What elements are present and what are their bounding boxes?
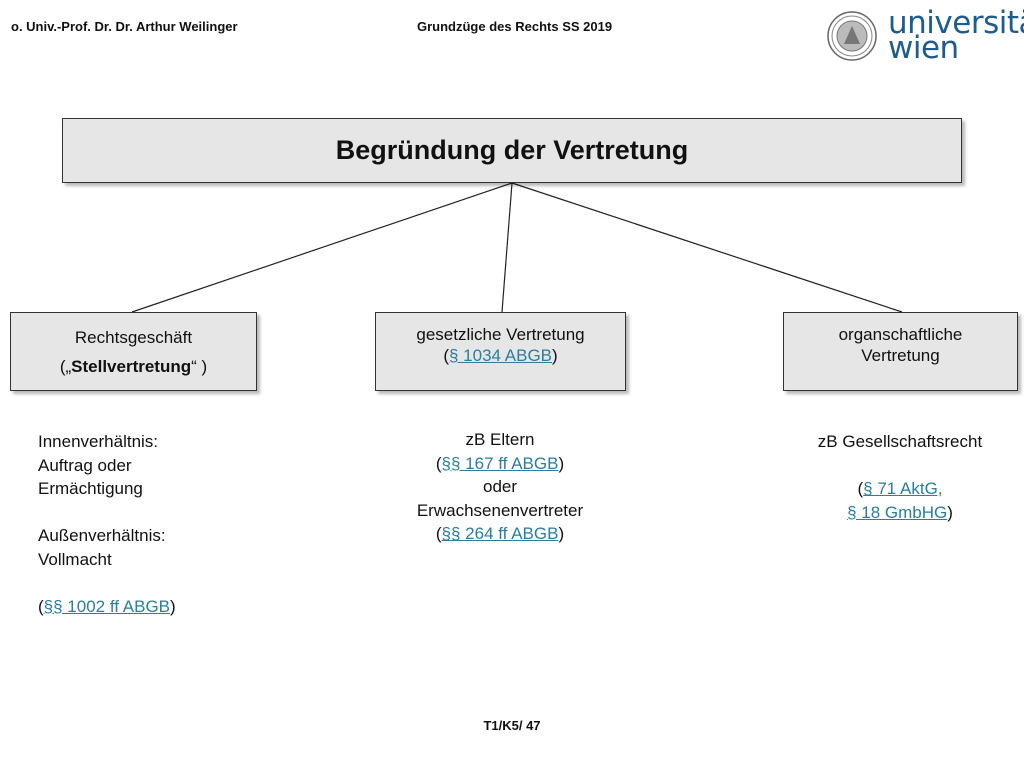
- right-detail-reference: § 18 GmbHG): [847, 502, 953, 522]
- university-seal-icon: [827, 11, 877, 61]
- mid-detail-line: oder: [482, 477, 518, 496]
- right-detail-reference: (§ 71 AktG,: [857, 479, 943, 498]
- left-detail-line: Innenverhältnis:: [38, 432, 159, 451]
- left-detail-line: Auftrag oder: [38, 455, 132, 475]
- left-details: Innenverhältnis: Auftrag oder Ermächtigu…: [38, 430, 176, 618]
- node-mid-line1: gesetzliche Vertretung: [416, 324, 585, 344]
- node-left-line1: Rechtsgeschäft: [74, 327, 193, 347]
- root-node: Begründung der Vertretung: [62, 118, 962, 183]
- node-mid-line2: (§ 1034 ABGB): [443, 345, 558, 365]
- left-detail-line: Vollmacht: [38, 549, 112, 569]
- right-detail-line: zB Gesellschaftsrecht: [817, 432, 983, 451]
- left-detail-line: Außenverhältnis:: [38, 526, 166, 545]
- mid-detail-line: Erwachsenenvertreter: [416, 500, 584, 520]
- left-detail-reference: (§§ 1002 ff ABGB): [38, 596, 176, 616]
- node-right-line1: organschaftliche: [838, 324, 963, 344]
- link-264-abgb[interactable]: §§ 264 ff ABGB: [441, 524, 559, 543]
- university-logo: universität wien: [826, 8, 1024, 64]
- node-right-line2: Vertretung: [861, 345, 940, 365]
- link-71-aktg[interactable]: § 71 AktG,: [863, 479, 943, 498]
- link-1034-abgb[interactable]: § 1034 ABGB: [448, 345, 553, 365]
- link-1002-abgb[interactable]: §§ 1002 ff ABGB: [43, 596, 171, 616]
- slide-number: T1/K5/ 47: [483, 718, 541, 733]
- node-organschaftliche-vertretung: organschaftliche Vertretung: [783, 312, 1018, 391]
- mid-detail-reference: (§§ 167 ff ABGB): [435, 453, 565, 473]
- header-author: o. Univ.-Prof. Dr. Dr. Arthur Weilinger: [11, 19, 238, 34]
- connector-line-mid: [501, 182, 513, 313]
- mid-detail-reference: (§§ 264 ff ABGB): [435, 524, 565, 543]
- right-details: zB Gesellschaftsrecht (§ 71 AktG, § 18 G…: [790, 430, 1010, 524]
- node-left-line2: („Stellvertretung“ ): [59, 356, 208, 376]
- header-course: Grundzüge des Rechts SS 2019: [417, 19, 613, 34]
- mid-detail-line: zB Eltern: [465, 430, 535, 449]
- link-167-abgb[interactable]: §§ 167 ff ABGB: [441, 453, 559, 473]
- mid-details: zB Eltern (§§ 167 ff ABGB) oder Erwachse…: [380, 428, 620, 546]
- left-detail-line: Ermächtigung: [38, 479, 143, 498]
- connector-line-right: [511, 182, 903, 313]
- diagram-title: Begründung der Vertretung: [335, 135, 689, 165]
- node-rechtsgeschaeft: Rechtsgeschäft („Stellvertretung“ ): [10, 312, 257, 391]
- link-18-gmbhg[interactable]: § 18 GmbHG: [847, 502, 948, 522]
- connector-line-left: [131, 182, 513, 313]
- node-gesetzliche-vertretung: gesetzliche Vertretung (§ 1034 ABGB): [375, 312, 626, 391]
- university-logo-text: universität wien: [888, 5, 1024, 66]
